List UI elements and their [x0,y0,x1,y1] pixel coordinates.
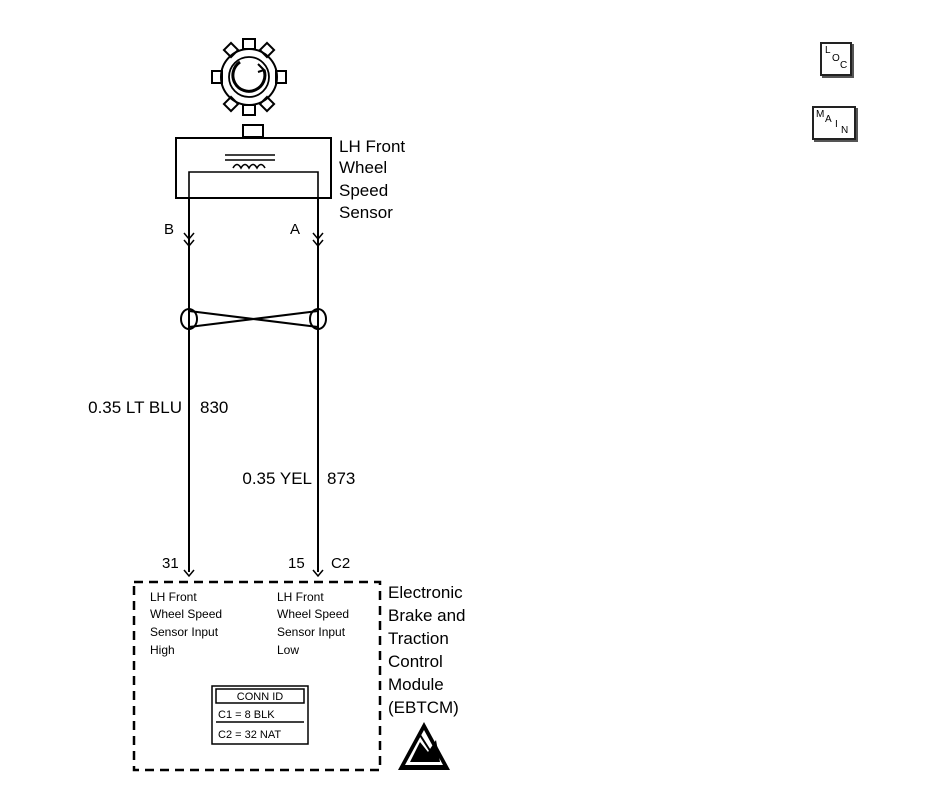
conn-id-title: CONN ID [237,691,284,703]
loc-button[interactable]: L O C [820,42,852,76]
input-high-line-2: Wheel Speed [150,607,222,621]
input-low-line-4: Low [277,643,299,657]
sensor-pin-b: B [164,221,174,238]
loc-letter-o: O [832,53,840,64]
main-letter-i: I [835,119,838,130]
wire-right-gauge-color: 0.35 YEL [242,469,312,488]
loc-letter-l: L [825,45,831,56]
wheel-speed-sensor [175,124,332,199]
wire-left-gauge-color: 0.35 LT BLU [88,398,182,417]
module-name-line-3: Traction [388,629,449,648]
tone-ring-icon [211,38,287,116]
main-button[interactable]: M A I N [812,106,856,140]
conn-id-box [211,685,309,745]
sensor-pin-a: A [290,221,300,238]
esd-warning-icon [398,722,450,770]
module-name-line-4: Control [388,652,443,671]
wire-right-circuit: 873 [327,469,355,488]
sensor-connector-arrows [183,232,324,248]
main-letter-n: N [841,125,849,136]
sensor-name-line-3: Speed [339,181,388,200]
loc-letter-c: C [840,60,848,71]
module-name-line-5: Module [388,675,444,694]
conn-id-row-c2: C2 = 32 NAT [218,729,281,741]
module-connector-arrows [183,569,324,578]
module-name-line-1: Electronic [388,583,463,602]
wire-left-circuit: 830 [200,398,228,417]
input-high-line-4: High [150,643,175,657]
module-pin-15: 15 [288,555,305,572]
twisted-pair-icon [180,308,327,330]
module-connector-c2: C2 [331,555,350,572]
module-outline [132,580,382,772]
conn-id-row-c1: C1 = 8 BLK [218,709,275,721]
main-letter-a: A [825,114,832,125]
module-name-line-6: (EBTCM) [388,698,459,717]
sensor-name-line-1: LH Front [339,137,405,156]
main-letter-m: M [816,109,825,120]
input-high-line-3: Sensor Input [150,625,219,639]
module-pin-31: 31 [162,555,179,572]
input-low-line-1: LH Front [277,590,324,604]
module-name-line-2: Brake and [388,606,466,625]
input-low-line-3: Sensor Input [277,625,346,639]
input-high-line-1: LH Front [150,590,197,604]
input-low-line-2: Wheel Speed [277,607,349,621]
sensor-name-line-2: Wheel [339,158,387,177]
sensor-name-line-4: Sensor [339,203,393,222]
